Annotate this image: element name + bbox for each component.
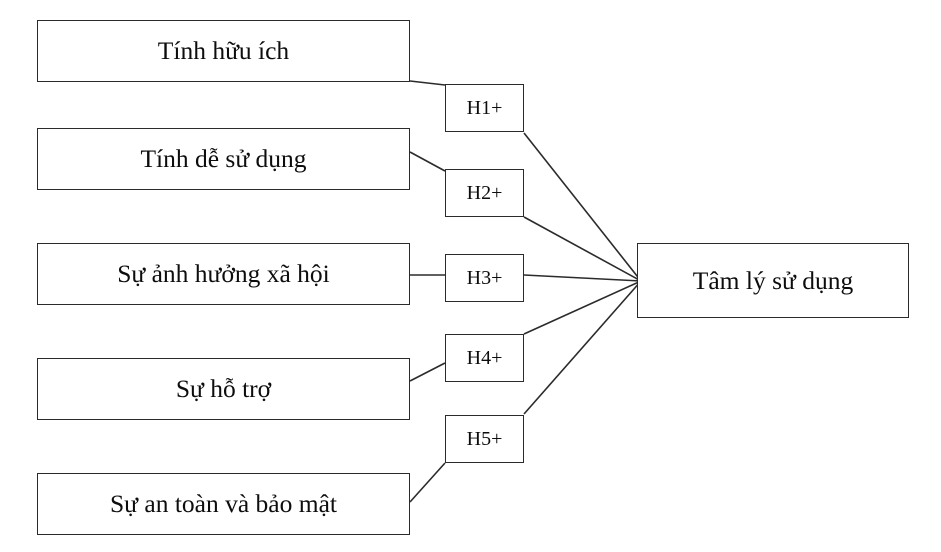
construct-label-security: Sự an toàn và bảo mật xyxy=(110,489,337,519)
outcome-label: Tâm lý sử dụng xyxy=(692,265,854,295)
hypothesis-label-h1: H1+ xyxy=(466,96,503,119)
construct-box-support[interactable]: Sự hỗ trợ xyxy=(37,358,410,420)
hypothesis-label-h5: H5+ xyxy=(466,427,503,450)
construct-label-ease-of-use: Tính dễ sử dụng xyxy=(140,144,307,174)
connector-h1-outcome xyxy=(523,132,642,282)
connector-h3-outcome xyxy=(523,274,642,282)
connector-h4-outcome xyxy=(523,280,642,335)
connector-h2-outcome xyxy=(523,216,642,282)
connector-h5-outcome xyxy=(523,280,642,415)
connector-security-h5 xyxy=(409,462,446,503)
connector-ease-h2 xyxy=(409,151,446,172)
construct-box-usefulness[interactable]: Tính hữu ích xyxy=(37,20,410,82)
construct-label-usefulness: Tính hữu ích xyxy=(157,36,290,66)
hypothesis-box-h5[interactable]: H5+ xyxy=(445,415,524,463)
hypothesis-box-h2[interactable]: H2+ xyxy=(445,169,524,217)
construct-box-ease-of-use[interactable]: Tính dễ sử dụng xyxy=(37,128,410,190)
hypothesis-box-h3[interactable]: H3+ xyxy=(445,254,524,302)
hypothesis-box-h1[interactable]: H1+ xyxy=(445,84,524,132)
construct-box-social-influence[interactable]: Sự ảnh hưởng xã hội xyxy=(37,243,410,305)
hypothesis-label-h2: H2+ xyxy=(466,181,503,204)
connector-usefulness-h1 xyxy=(409,80,446,86)
hypothesis-label-h3: H3+ xyxy=(466,266,503,289)
construct-label-social-influence: Sự ảnh hưởng xã hội xyxy=(117,259,330,289)
hypothesis-box-h4[interactable]: H4+ xyxy=(445,334,524,382)
construct-label-support: Sự hỗ trợ xyxy=(175,374,272,404)
construct-box-security[interactable]: Sự an toàn và bảo mật xyxy=(37,473,410,535)
outcome-box-intention-to-use[interactable]: Tâm lý sử dụng xyxy=(637,243,909,318)
hypothesis-label-h4: H4+ xyxy=(466,346,503,369)
connector-support-h4 xyxy=(409,362,446,382)
